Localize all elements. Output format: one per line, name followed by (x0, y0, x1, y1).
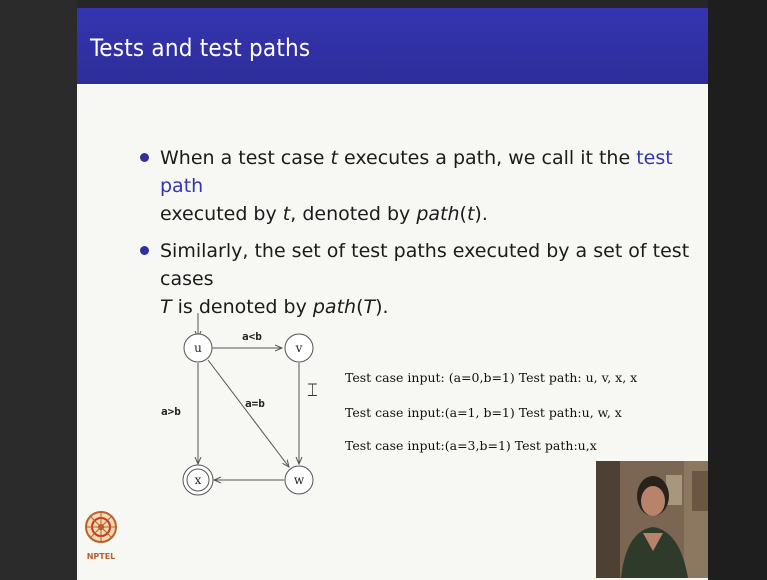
bullet-list: When a test case t executes a path, we c… (138, 144, 698, 330)
math-t: t (282, 203, 291, 225)
node-x-inner (186, 468, 210, 492)
nptel-logo-icon: NPTEL (84, 509, 118, 569)
math-t: t (330, 147, 338, 169)
control-flow-graph: u v w x a<b a>b a=b (161, 313, 314, 496)
node-v (284, 333, 314, 363)
math-path: path (416, 203, 460, 225)
bullet-text: , denoted by (290, 203, 417, 225)
bullet-text: executes a path, we call it the (337, 147, 637, 169)
node-w (284, 465, 314, 495)
math-T: T (160, 296, 172, 318)
paren: ( (356, 296, 364, 318)
bullet-dot-icon (140, 246, 149, 255)
right-margin (708, 0, 767, 580)
math-T: T (363, 296, 376, 318)
logo-text: NPTEL (87, 552, 116, 561)
node-u (183, 333, 213, 363)
bullet-dot-icon (140, 153, 149, 162)
edge-label-ux: a>b (161, 405, 181, 418)
math-path: path (312, 296, 357, 318)
bullet-1: When a test case t executes a path, we c… (138, 144, 698, 228)
test-case-2: Test case input:(a=1, b=1) Test path:u, … (345, 405, 622, 420)
bullet-2: Similarly, the set of test paths execute… (138, 237, 698, 321)
node-label-v: v (295, 341, 303, 355)
paren: ( (459, 203, 467, 225)
i-beam-cursor-icon: ⌶ (307, 380, 318, 401)
presenter-video-icon (596, 461, 708, 578)
title-bar: Tests and test paths (77, 8, 708, 84)
bullet-text: is denoted by (171, 296, 313, 318)
slide-title: Tests and test paths (90, 34, 311, 62)
test-case-3: Test case input:(a=3,b=1) Test path:u,x (345, 438, 597, 453)
node-label-u: u (194, 341, 202, 355)
edge-label-uv: a<b (242, 330, 262, 343)
test-path-term: test path (160, 147, 673, 197)
paren: ). (375, 296, 389, 318)
node-label-w: w (294, 473, 305, 487)
left-margin (0, 0, 77, 580)
bullet-text: Similarly, the set of test paths execute… (160, 240, 690, 290)
edge-label-uw: a=b (245, 397, 265, 410)
edge-u-w (207, 359, 289, 467)
bullet-text: When a test case (160, 147, 331, 169)
bullet-text: executed by (160, 203, 283, 225)
paren: ). (474, 203, 488, 225)
node-label-x: x (195, 473, 202, 487)
math-t: t (466, 203, 475, 225)
test-case-1: Test case input: (a=0,b=1) Test path: u,… (345, 370, 638, 385)
slide: Tests and test paths When a test case t … (77, 8, 708, 580)
